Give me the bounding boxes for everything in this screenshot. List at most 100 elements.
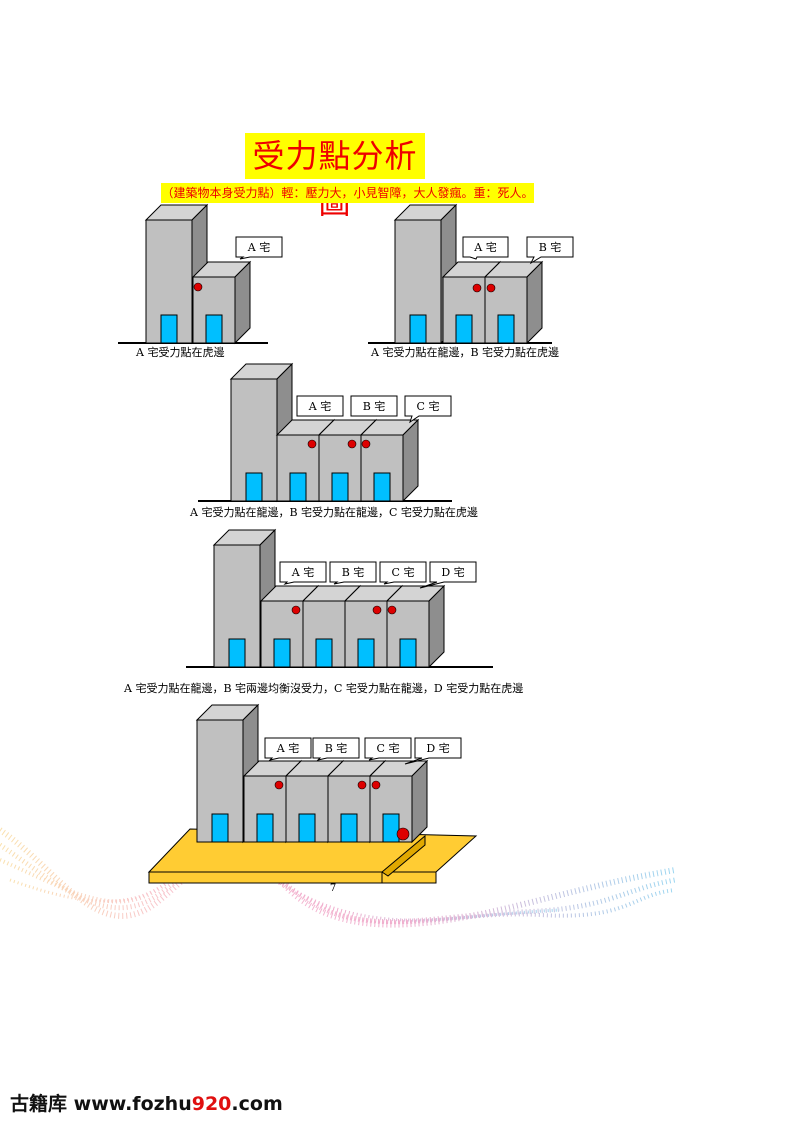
door <box>331 472 349 502</box>
caption-1: A 宅受力點在虎邊 <box>136 346 225 359</box>
door <box>497 314 515 344</box>
platform-front-right <box>381 871 437 884</box>
footer-url-number: 920 <box>191 1093 232 1115</box>
callout-3: C 宅 <box>404 395 452 424</box>
door <box>273 638 291 668</box>
caption-4: A 宅受力點在龍邊，B 宅兩邊均衡沒受力，C 宅受力點在龍邊，D 宅受力點在虎邊 <box>124 682 524 695</box>
callout-box <box>279 561 327 585</box>
door <box>357 638 375 668</box>
door <box>315 638 333 668</box>
callout-box <box>379 561 427 585</box>
callout-1: A 宅 <box>279 561 327 585</box>
callout-box <box>235 236 283 260</box>
callout-box <box>404 737 462 765</box>
force-point <box>291 605 301 615</box>
callout-3: C 宅 <box>379 561 427 585</box>
footer-watermark: 古籍库 www.fozhu920.com <box>10 1089 283 1116</box>
callout-3: C 宅 <box>364 737 412 761</box>
callout-box <box>312 737 360 761</box>
house-label: B 宅 <box>325 741 348 755</box>
door <box>409 314 427 344</box>
callout-2: B 宅 <box>526 236 574 265</box>
force-point <box>274 780 284 790</box>
callout-4: D 宅 <box>419 561 477 589</box>
caption-2: A 宅受力點在龍邊，B 宅受力點在虎邊 <box>371 346 560 359</box>
house-label: A 宅 <box>291 565 314 579</box>
page-number: 7 <box>329 883 337 894</box>
house-label: A 宅 <box>308 399 331 413</box>
footer-url-prefix: www.fozhu <box>73 1093 192 1115</box>
door <box>228 638 246 668</box>
building-side <box>428 584 445 669</box>
door <box>399 638 417 668</box>
footer-url-suffix: .com <box>231 1093 283 1115</box>
callout-box <box>296 395 344 417</box>
force-point <box>361 439 371 449</box>
house-label: A 宅 <box>247 240 270 254</box>
callout-1: A 宅 <box>264 737 312 761</box>
platform-front-left <box>148 871 383 884</box>
tall-building <box>212 528 277 669</box>
house-label: A 宅 <box>276 741 299 755</box>
building-side <box>402 418 419 503</box>
diagram-1: A 宅 <box>118 203 283 345</box>
callout-box <box>419 561 477 589</box>
force-point <box>307 439 317 449</box>
force-point <box>193 282 203 292</box>
callout-box <box>526 236 574 265</box>
caption-3: A 宅受力點在龍邊，B 宅受力點在龍邊，C 宅受力點在虎邊 <box>190 506 478 519</box>
platform-crack <box>381 834 426 877</box>
house-4 <box>368 759 429 844</box>
force-point <box>472 283 482 293</box>
door <box>340 813 358 843</box>
house-label: D 宅 <box>426 741 449 755</box>
house-label: C 宅 <box>392 565 415 579</box>
footer-site-name: 古籍库 <box>10 1093 68 1115</box>
callout-box <box>264 737 312 761</box>
door <box>298 813 316 843</box>
callout-box <box>462 236 509 260</box>
callout-box <box>350 395 398 417</box>
building-side <box>411 759 428 844</box>
building-front <box>302 600 346 668</box>
callout-2: B 宅 <box>329 561 377 585</box>
callout-1: A 宅 <box>296 395 344 417</box>
callout-box <box>364 737 412 761</box>
house-label: B 宅 <box>342 565 365 579</box>
house-label: C 宅 <box>377 741 400 755</box>
callout-1: A 宅 <box>235 236 283 260</box>
door <box>211 813 229 843</box>
door <box>455 314 473 344</box>
force-point <box>387 605 397 615</box>
callout-4: D 宅 <box>404 737 462 765</box>
callout-2: B 宅 <box>312 737 360 761</box>
callout-1: A 宅 <box>462 236 509 260</box>
force-point <box>347 439 357 449</box>
callout-box <box>404 395 452 424</box>
building-side <box>526 260 543 345</box>
door <box>160 314 178 344</box>
house-label: A 宅 <box>473 240 496 254</box>
house-1 <box>191 260 252 345</box>
door <box>382 813 400 843</box>
page-subtitle: （建築物本身受力點）輕：壓力大，小見智障，大人發瘋。重：死人。 <box>161 183 534 203</box>
force-point <box>371 780 381 790</box>
callout-box <box>329 561 377 585</box>
door <box>373 472 391 502</box>
callout-2: B 宅 <box>350 395 398 417</box>
door <box>256 813 274 843</box>
house-label: B 宅 <box>363 399 386 413</box>
force-point <box>486 283 496 293</box>
page-title: 受力點分析圖 <box>245 133 425 221</box>
force-point <box>372 605 382 615</box>
house-label: B 宅 <box>539 240 562 254</box>
house-label: D 宅 <box>441 565 464 579</box>
building-side <box>234 260 251 345</box>
door <box>245 472 263 502</box>
force-point <box>396 827 410 841</box>
